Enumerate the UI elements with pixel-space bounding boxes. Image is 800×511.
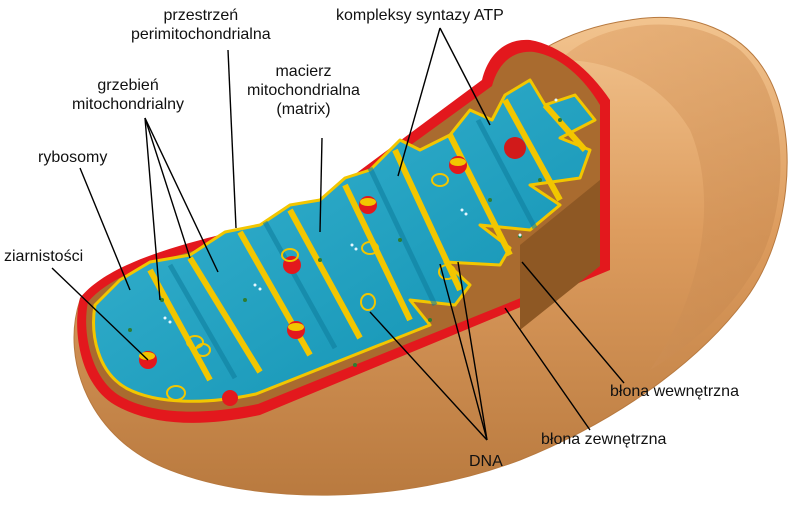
leader-line-atp-1	[397, 27, 441, 177]
speckle	[464, 212, 468, 216]
label-dna: DNA	[469, 453, 503, 470]
matrix-channel	[367, 166, 438, 307]
speckle	[258, 287, 262, 291]
granule-highlight	[450, 158, 466, 166]
dna-ring	[431, 173, 449, 187]
dna-ring	[186, 335, 204, 349]
ribosome	[428, 318, 432, 322]
matrix-channel	[475, 118, 538, 230]
dna-ring	[166, 385, 186, 401]
dna-rings	[166, 173, 456, 401]
dna-ring	[360, 293, 376, 311]
matrix	[92, 78, 597, 403]
granules	[139, 137, 526, 406]
speckle	[163, 316, 167, 320]
speckle	[253, 283, 257, 287]
dna-ring	[281, 248, 299, 262]
matrix-speckles	[163, 98, 558, 324]
granule-highlight	[288, 323, 304, 331]
speckle	[518, 233, 522, 237]
crista-fold	[502, 98, 563, 202]
ribosome	[488, 198, 492, 202]
ribosome	[398, 238, 402, 242]
leader-lines	[51, 27, 625, 441]
leader-line-perimitochondrial	[227, 49, 237, 229]
speckle	[350, 243, 354, 247]
granule-highlight	[139, 352, 155, 360]
cut-wall	[520, 180, 600, 330]
leader-line-inner-membrane	[521, 261, 625, 384]
ribosome	[243, 298, 247, 302]
speckle	[168, 320, 172, 324]
crista-fold	[342, 183, 413, 322]
leader-line-granules	[51, 267, 149, 361]
leader-line-matrix	[319, 137, 323, 233]
crista-fold	[187, 256, 263, 374]
speckle	[554, 98, 558, 102]
leader-line-ribosomes	[79, 167, 131, 291]
speckle	[354, 247, 358, 251]
granule	[283, 256, 301, 274]
dna-ring	[361, 241, 379, 255]
label-perimitochondrial-space: przestrzeń perimitochondrialna	[131, 7, 271, 43]
crista-fold	[392, 148, 463, 292]
matrix-body	[92, 78, 597, 403]
leader-line-dna-1	[369, 311, 488, 441]
dna-ring	[195, 343, 211, 357]
granule	[504, 137, 526, 159]
leader-line-cristae-1	[144, 117, 161, 301]
matrix-channel	[167, 263, 238, 380]
label-cristae: grzebień mitochondrialny	[72, 77, 185, 113]
leader-line-outer-membrane	[504, 307, 591, 431]
ribosome	[160, 298, 164, 302]
body-cap	[560, 24, 781, 371]
label-inner-membrane: błona wewnętrzna	[610, 383, 739, 400]
crista-fold	[287, 208, 363, 340]
dna-ring	[438, 264, 456, 280]
ribosome	[353, 363, 357, 367]
granule	[222, 390, 238, 406]
matrix-channel	[262, 220, 338, 350]
ribosome	[538, 178, 542, 182]
leader-line-dna-2	[439, 263, 488, 441]
leader-line-cristae-2	[144, 117, 191, 259]
ribosome	[318, 258, 322, 262]
label-granules: ziarnistości	[4, 248, 84, 265]
label-atp-synthase: kompleksy syntazy ATP	[336, 7, 504, 24]
crista-fold	[447, 133, 513, 257]
ribosome	[128, 328, 132, 332]
label-matrix: macierz mitochondrialna (matrix)	[247, 63, 360, 118]
speckle	[460, 208, 464, 212]
ribosome	[558, 118, 562, 122]
leader-line-atp-2	[439, 27, 491, 126]
label-outer-membrane: błona zewnętrzna	[541, 431, 667, 448]
label-ribosomes: rybosomy	[38, 149, 108, 166]
granule-highlight	[360, 198, 376, 206]
leader-line-dna-3	[457, 261, 488, 441]
crista-fold	[542, 103, 588, 152]
leader-line-cristae-3	[144, 117, 219, 273]
crista-fold	[147, 268, 213, 382]
